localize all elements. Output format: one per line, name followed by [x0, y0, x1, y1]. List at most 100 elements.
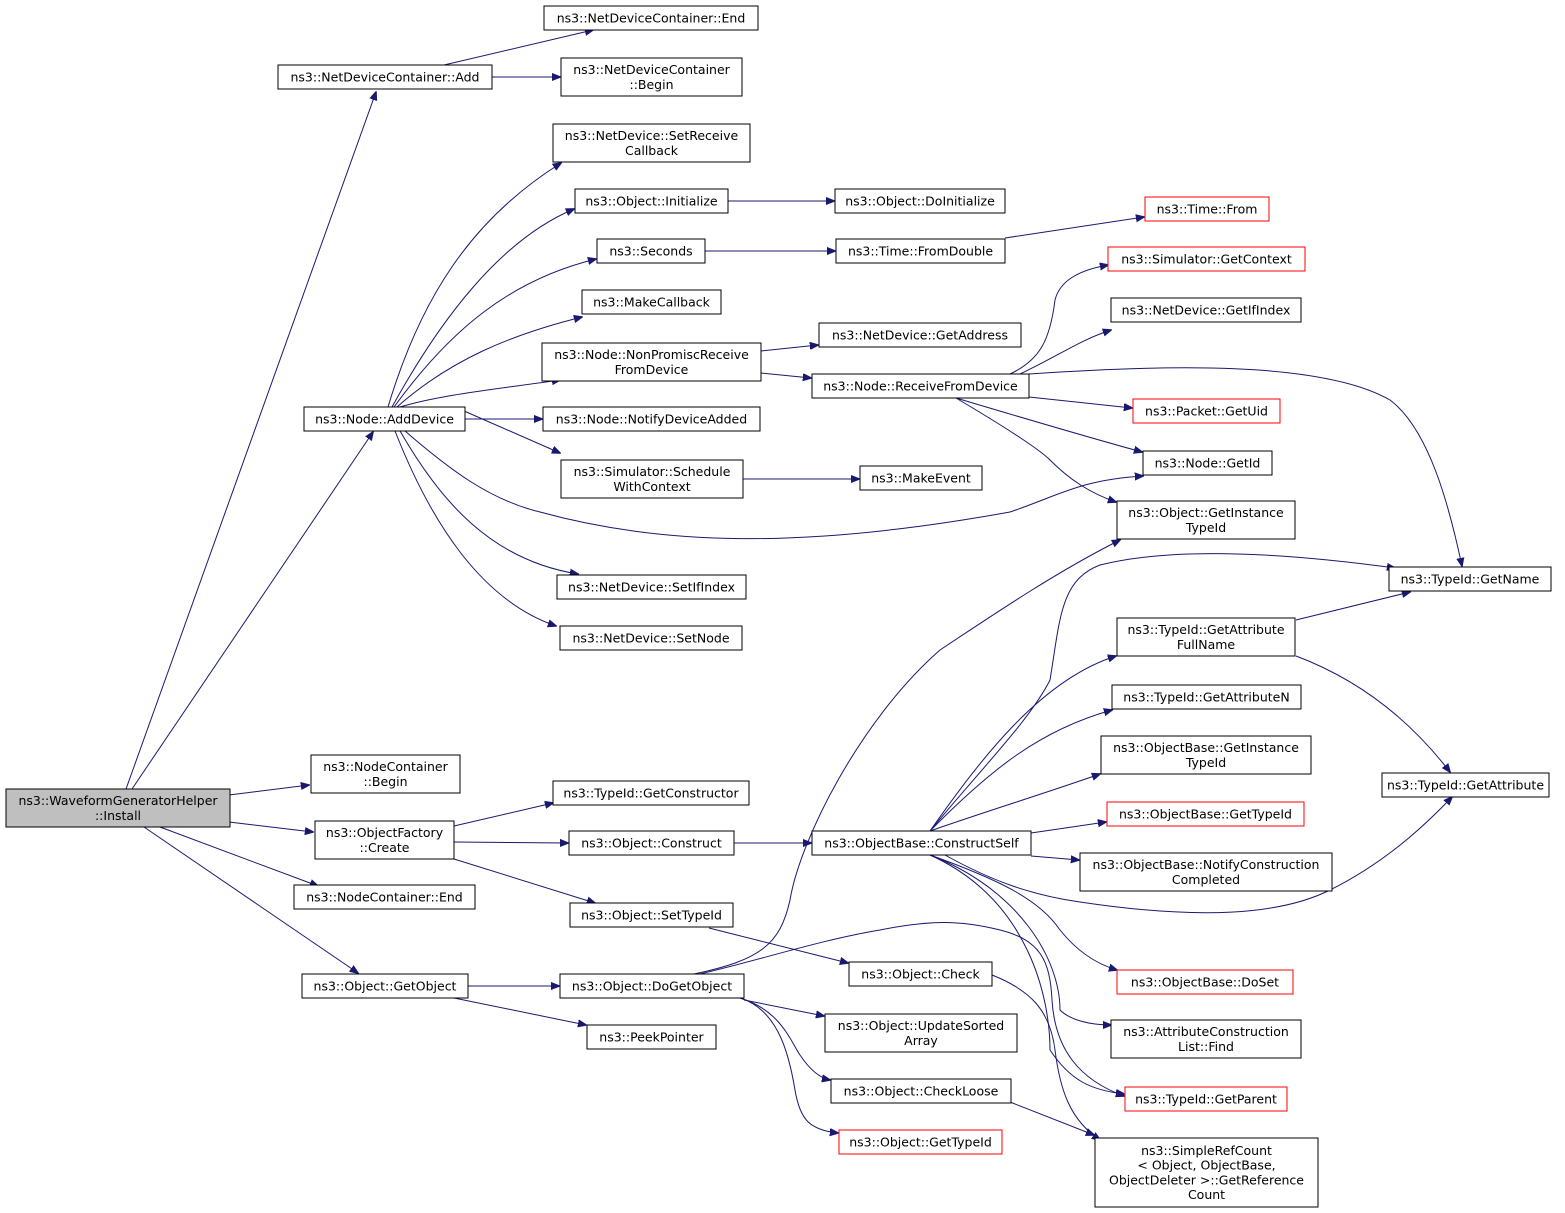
node-typeid-getattribute[interactable]: ns3::TypeId::GetAttribute [1381, 772, 1550, 798]
call-arrow [1009, 265, 1108, 375]
call-edge [143, 826, 358, 973]
node-typeid-getconstructor[interactable]: ns3::TypeId::GetConstructor [552, 780, 750, 806]
node-box [559, 625, 743, 651]
node-node-receive[interactable]: ns3::Node::ReceiveFromDevice [811, 373, 1030, 399]
node-obj-initialize[interactable]: ns3::Object::Initialize [574, 188, 729, 214]
node-obj-settypeid[interactable]: ns3::Object::SetTypeId [569, 902, 734, 928]
node-ob-doset[interactable]: ns3::ObjectBase::DoSet [1116, 969, 1294, 995]
node-box [314, 820, 455, 860]
node-label: ns3::Node::NotifyDeviceAdded [556, 412, 747, 427]
node-label: < Object, ObjectBase, [1137, 1158, 1275, 1173]
node-obj-checkloose[interactable]: ns3::Object::CheckLoose [830, 1078, 1012, 1104]
node-obj-doinitialize[interactable]: ns3::Object::DoInitialize [834, 188, 1006, 214]
node-of-create[interactable]: ns3::ObjectFactory::Create [314, 820, 455, 860]
node-node-adddevice[interactable]: ns3::Node::AddDevice [303, 406, 466, 432]
call-arrow [399, 430, 578, 574]
node-seconds[interactable]: ns3::Seconds [596, 238, 706, 264]
node-box [830, 1078, 1012, 1104]
call-edge [228, 785, 309, 796]
node-label: Array [904, 1033, 938, 1048]
call-arrow [1295, 592, 1410, 621]
node-ob-notifyconstruction[interactable]: ns3::ObjectBase::NotifyConstructionCompl… [1079, 852, 1333, 892]
node-label: ns3::ObjectBase::DoSet [1131, 975, 1279, 990]
node-label: ns3::ObjectFactory [326, 825, 444, 840]
node-box [559, 973, 745, 999]
node-ndc-add[interactable]: ns3::NetDeviceContainer::Add [277, 64, 493, 90]
node-label: TypeId [1185, 755, 1226, 770]
call-edge [760, 372, 811, 378]
call-arrow [929, 553, 1395, 832]
node-simplerefcount[interactable]: ns3::SimpleRefCount< Object, ObjectBase,… [1094, 1137, 1319, 1208]
node-node-getid[interactable]: ns3::Node::GetId [1142, 450, 1273, 476]
node-obj-construct[interactable]: ns3::Object::Construct [568, 830, 735, 856]
node-obj-dogetobject[interactable]: ns3::Object::DoGetObject [559, 973, 745, 999]
node-box [1111, 684, 1302, 710]
node-makecallback[interactable]: ns3::MakeCallback [581, 289, 722, 315]
node-label: ns3::Object::GetObject [314, 979, 457, 994]
node-makeevent[interactable]: ns3::MakeEvent [859, 465, 983, 491]
call-nodes: ns3::WaveformGeneratorHelper::Installns3… [5, 5, 1552, 1208]
node-ndc-begin[interactable]: ns3::NetDeviceContainer::Begin [560, 57, 743, 97]
call-edge [929, 656, 1116, 832]
node-obj-gettypeid[interactable]: ns3::Object::GetTypeId [838, 1129, 1003, 1155]
node-label: ns3::Object::SetTypeId [581, 908, 722, 923]
call-edge [1028, 367, 1462, 566]
node-box [552, 123, 751, 163]
node-label: WithContext [613, 479, 690, 494]
node-typeid-getattrn[interactable]: ns3::TypeId::GetAttributeN [1111, 684, 1302, 710]
node-label: ObjectDeleter >::GetReference [1109, 1172, 1304, 1187]
call-arrow [391, 209, 574, 408]
node-nd-setnode[interactable]: ns3::NetDevice::SetNode [559, 625, 743, 651]
node-box [1142, 450, 1273, 476]
node-nd-getifindex[interactable]: ns3::NetDevice::GetIfIndex [1110, 297, 1302, 323]
call-arrow [1028, 367, 1462, 566]
node-time-fromdouble[interactable]: ns3::Time::FromDouble [835, 238, 1006, 264]
call-arrow [125, 92, 376, 790]
node-label: ns3::NetDevice::SetReceive [565, 128, 739, 143]
node-typeid-getparent[interactable]: ns3::TypeId::GetParent [1124, 1086, 1288, 1112]
node-ob-gettypeid[interactable]: ns3::ObjectBase::GetTypeId [1106, 801, 1305, 827]
node-box [560, 57, 743, 97]
node-box [1388, 566, 1552, 592]
node-packet-getuid[interactable]: ns3::Packet::GetUid [1132, 398, 1281, 424]
node-box [1124, 1086, 1288, 1112]
call-arrow [404, 430, 1143, 540]
call-edge [929, 854, 1111, 1025]
call-edge [739, 997, 830, 1080]
call-edge [453, 803, 553, 827]
node-install[interactable]: ns3::WaveformGeneratorHelper::Install [5, 788, 231, 828]
call-edge [991, 974, 1100, 1140]
call-arrow [1009, 1101, 1094, 1135]
node-label: ns3::TypeId::GetName [1401, 572, 1540, 587]
call-arrow [760, 372, 811, 378]
node-typeid-getname[interactable]: ns3::TypeId::GetName [1388, 566, 1552, 592]
node-node-notify[interactable]: ns3::Node::NotifyDeviceAdded [542, 406, 761, 432]
call-arrow [929, 854, 1117, 970]
node-peekpointer[interactable]: ns3::PeekPointer [586, 1024, 717, 1050]
node-time-from[interactable]: ns3::Time::From [1144, 196, 1270, 222]
call-arrow [393, 259, 596, 408]
node-nd-getaddress[interactable]: ns3::NetDevice::GetAddress [818, 322, 1022, 348]
node-ndc-end[interactable]: ns3::NetDeviceContainer::End [543, 5, 759, 31]
call-edge [760, 345, 818, 352]
call-edge [393, 259, 596, 408]
node-nc-begin[interactable]: ns3::NodeContainer::Begin [310, 754, 461, 794]
node-label: ns3::NetDeviceContainer [573, 62, 730, 77]
node-nc-end[interactable]: ns3::NodeContainer::End [293, 884, 476, 910]
call-arrow [955, 397, 1116, 502]
node-ob-constructself[interactable]: ns3::ObjectBase::ConstructSelf [811, 830, 1032, 856]
node-sim-getcontext[interactable]: ns3::Simulator::GetContext [1107, 246, 1306, 272]
node-obj-check[interactable]: ns3::Object::Check [848, 961, 993, 987]
node-nd-setifindex[interactable]: ns3::NetDevice::SetIfIndex [556, 574, 747, 600]
node-obj-getobject[interactable]: ns3::Object::GetObject [301, 973, 469, 999]
node-box [1079, 852, 1333, 892]
